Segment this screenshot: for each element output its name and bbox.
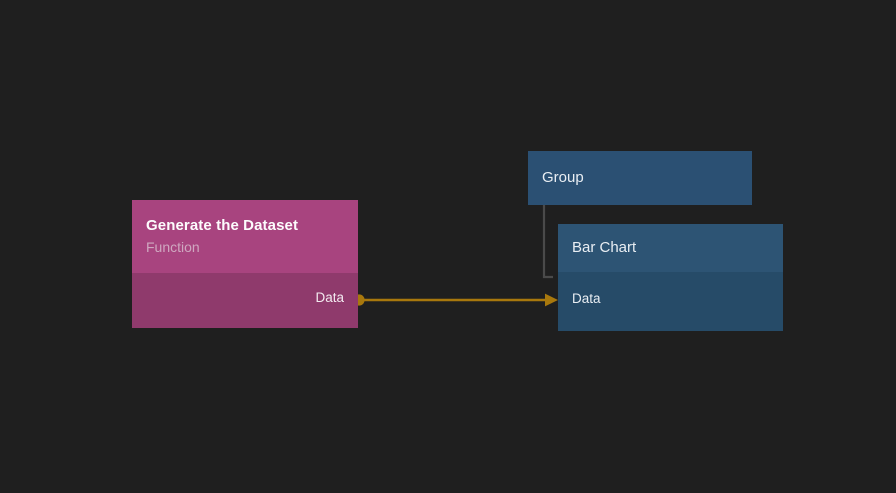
node-group[interactable]: Group [528, 151, 752, 205]
chart-node-header[interactable]: Bar Chart [558, 224, 783, 272]
node-bar-chart[interactable]: Bar Chart Data [558, 224, 783, 331]
node-generate-the-dataset[interactable]: Generate the Dataset Function Data [132, 200, 358, 328]
group-child-connector [542, 205, 553, 279]
input-port-arrowhead[interactable] [545, 293, 558, 307]
chart-node-body: Data [558, 272, 783, 331]
group-node-title: Group [542, 169, 584, 186]
function-node-body: Data [132, 273, 358, 328]
input-port-data-label[interactable]: Data [572, 291, 601, 306]
output-port-data-label[interactable]: Data [315, 290, 344, 305]
function-node-subtitle: Function [146, 239, 200, 255]
function-node-title: Generate the Dataset [146, 217, 299, 234]
chart-node-title: Bar Chart [572, 239, 637, 256]
function-node-header[interactable]: Generate the Dataset Function [132, 200, 358, 273]
